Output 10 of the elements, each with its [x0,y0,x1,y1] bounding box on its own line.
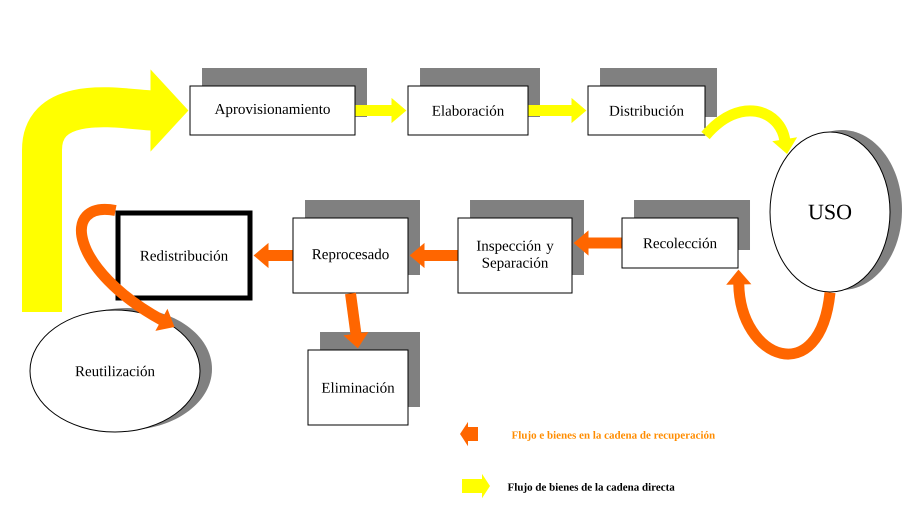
process-box: Distribución [588,68,717,136]
process-box: Recolección [622,200,750,268]
process-box: Inspección y Separación [458,200,584,294]
process-box: Eliminación [308,332,420,426]
process-box: Redistribución [116,210,252,300]
legend-text: Flujo de bienes de la cadena directa [508,483,675,493]
legend-text: Flujo e bienes en la cadena de recuperación [512,431,715,441]
process-box: Reprocesado [292,200,420,294]
process-box: Elaboración [408,68,540,136]
process-box: Aprovisionamiento [190,68,367,136]
